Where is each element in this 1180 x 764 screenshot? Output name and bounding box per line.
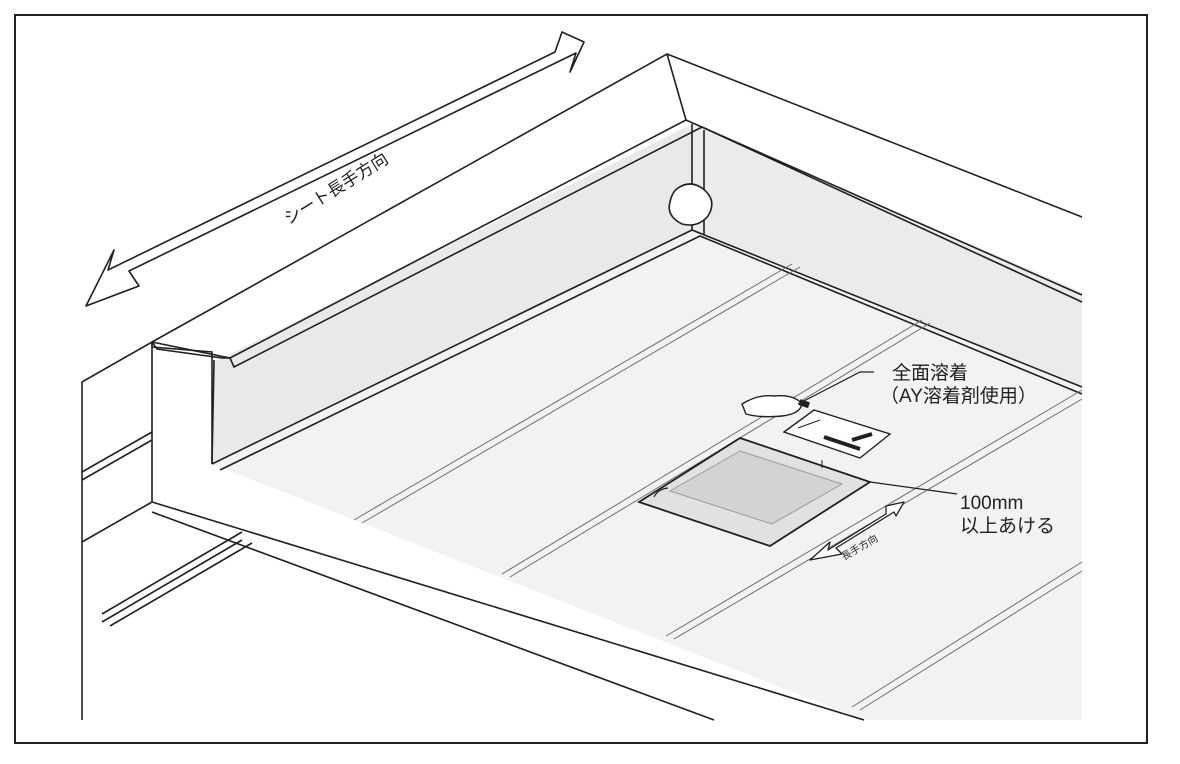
callout-overlap-leader bbox=[869, 481, 958, 495]
parapet-back-wall bbox=[692, 124, 1082, 387]
sheet-direction-arrow bbox=[85, 31, 585, 307]
callout-weld-line1: 全面溶着 bbox=[892, 363, 969, 384]
building-edge bbox=[81, 340, 865, 721]
figure-frame: シート長手方向 長手方向 全面溶着 （AY溶着剤使用） 100mm 以上あける bbox=[14, 14, 1148, 744]
callout-weld-line2: （AY溶着剤使用） bbox=[880, 386, 1037, 407]
weld-tool bbox=[798, 399, 810, 409]
callout-overlap-line2: 以上あける bbox=[960, 516, 1056, 537]
corner-piece bbox=[668, 183, 713, 226]
parapet-left-wall bbox=[212, 124, 692, 464]
back-wall-edges bbox=[691, 229, 1083, 395]
roof-drawing bbox=[81, 31, 1083, 721]
callout-weld: 全面溶着 （AY溶着剤使用） bbox=[880, 362, 1037, 408]
roof-floor bbox=[212, 230, 1082, 720]
hand-glove bbox=[741, 394, 803, 418]
spec-card bbox=[782, 409, 892, 459]
patch-direction-arrow bbox=[809, 501, 905, 561]
callout-overlap-line1: 100mm bbox=[960, 493, 1024, 514]
patch-edge-mark bbox=[653, 487, 669, 498]
callout-weld-leader bbox=[797, 371, 874, 405]
spec-card-marks bbox=[797, 419, 873, 451]
patch-weld-area bbox=[668, 450, 844, 525]
callout-overlap: 100mm 以上あける bbox=[960, 492, 1055, 538]
